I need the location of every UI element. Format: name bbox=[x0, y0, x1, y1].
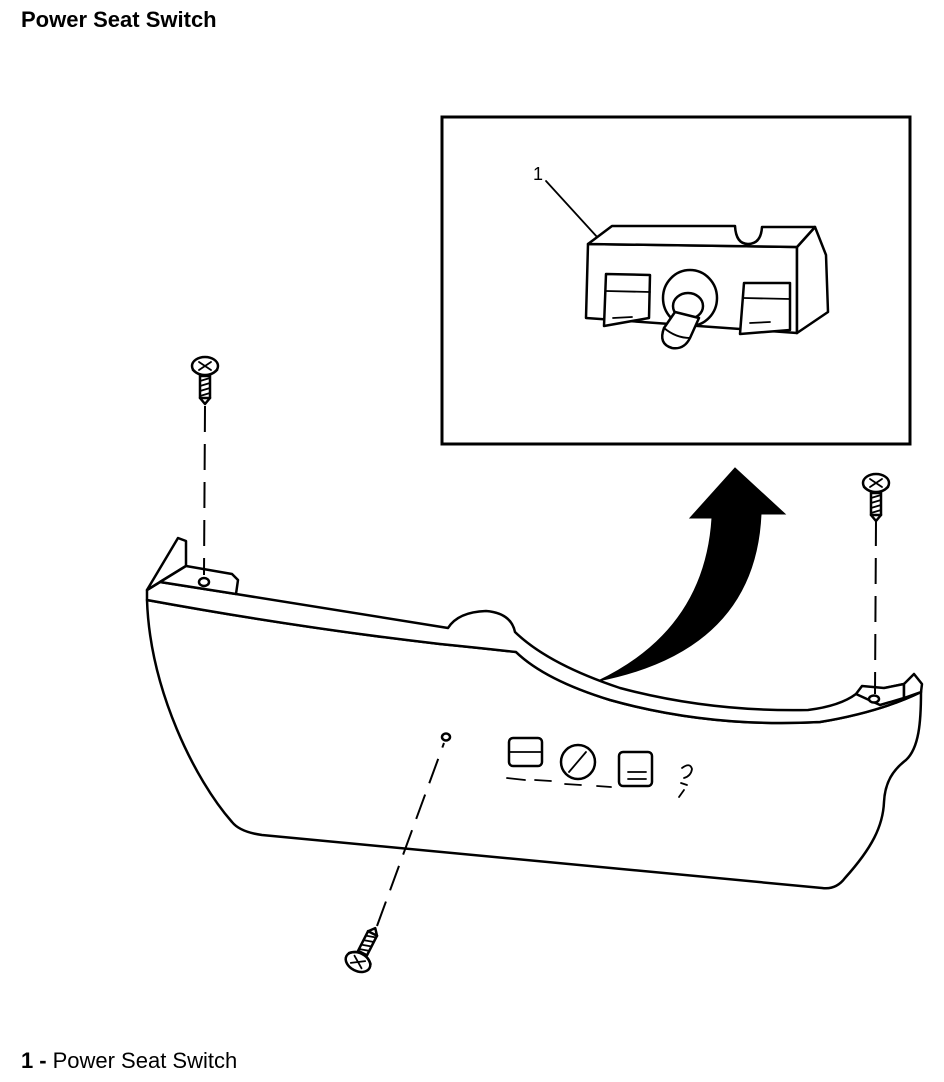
switch-left-rocker-mark bbox=[612, 316, 633, 319]
screw-front bbox=[344, 926, 379, 974]
screw-thread bbox=[199, 377, 211, 397]
screw-thread bbox=[358, 934, 377, 952]
panel-left-screw-hole bbox=[197, 576, 211, 588]
screw-alignment-line-front bbox=[376, 742, 445, 927]
panel-left-flange bbox=[145, 536, 188, 592]
switch-knob-tip bbox=[663, 327, 691, 339]
screw-shank bbox=[869, 491, 883, 517]
screw-shank bbox=[356, 929, 379, 957]
screw-thread bbox=[870, 494, 882, 514]
legend-item-label: Power Seat Switch bbox=[52, 1048, 238, 1073]
panel-right-flange bbox=[902, 672, 924, 700]
screw-tip bbox=[198, 396, 212, 406]
switch-left-rocker bbox=[602, 272, 652, 328]
switch-knob-stem bbox=[661, 310, 701, 350]
screw-right bbox=[861, 472, 891, 523]
callout-leader-line bbox=[545, 180, 599, 239]
seat-side-panel bbox=[145, 536, 924, 890]
screw-recess bbox=[869, 478, 883, 488]
switch-left-rocker-edge bbox=[605, 290, 651, 293]
legend: 1-Power Seat Switch bbox=[21, 1047, 237, 1075]
panel-switch-base-dashes bbox=[506, 777, 612, 788]
switch-top-face bbox=[586, 224, 817, 249]
inset-detail: 1 bbox=[440, 115, 912, 446]
callout-number: 1 bbox=[533, 164, 543, 184]
panel-switch-right bbox=[617, 750, 654, 788]
screw-recess bbox=[198, 361, 212, 371]
panel-small-mark bbox=[678, 764, 693, 798]
legend-item-number: 1 bbox=[21, 1048, 34, 1073]
screw-alignment-line-right bbox=[874, 519, 877, 695]
legend-item-separator: - bbox=[39, 1048, 47, 1073]
switch-right-rocker-mark bbox=[749, 321, 771, 324]
panel-right-screw-hole bbox=[867, 694, 881, 704]
screw-top-left bbox=[190, 355, 220, 406]
switch-right-rocker-edge bbox=[743, 297, 791, 300]
panel-top-lip bbox=[145, 580, 923, 725]
removal-arrow bbox=[597, 467, 787, 682]
switch-right-rocker bbox=[738, 281, 792, 336]
screw-tip bbox=[869, 513, 883, 523]
screw-tip bbox=[366, 926, 379, 938]
page-title: Power Seat Switch bbox=[21, 7, 217, 32]
legend-item: 1-Power Seat Switch bbox=[21, 1047, 237, 1075]
power-seat-switch-part bbox=[584, 224, 830, 350]
screw-alignment-line-left bbox=[203, 405, 206, 576]
screw-shank bbox=[198, 374, 212, 400]
panel-switch-knob-mark bbox=[568, 751, 587, 773]
panel-front-screw-hole bbox=[440, 732, 452, 742]
screw-recess bbox=[349, 954, 367, 970]
